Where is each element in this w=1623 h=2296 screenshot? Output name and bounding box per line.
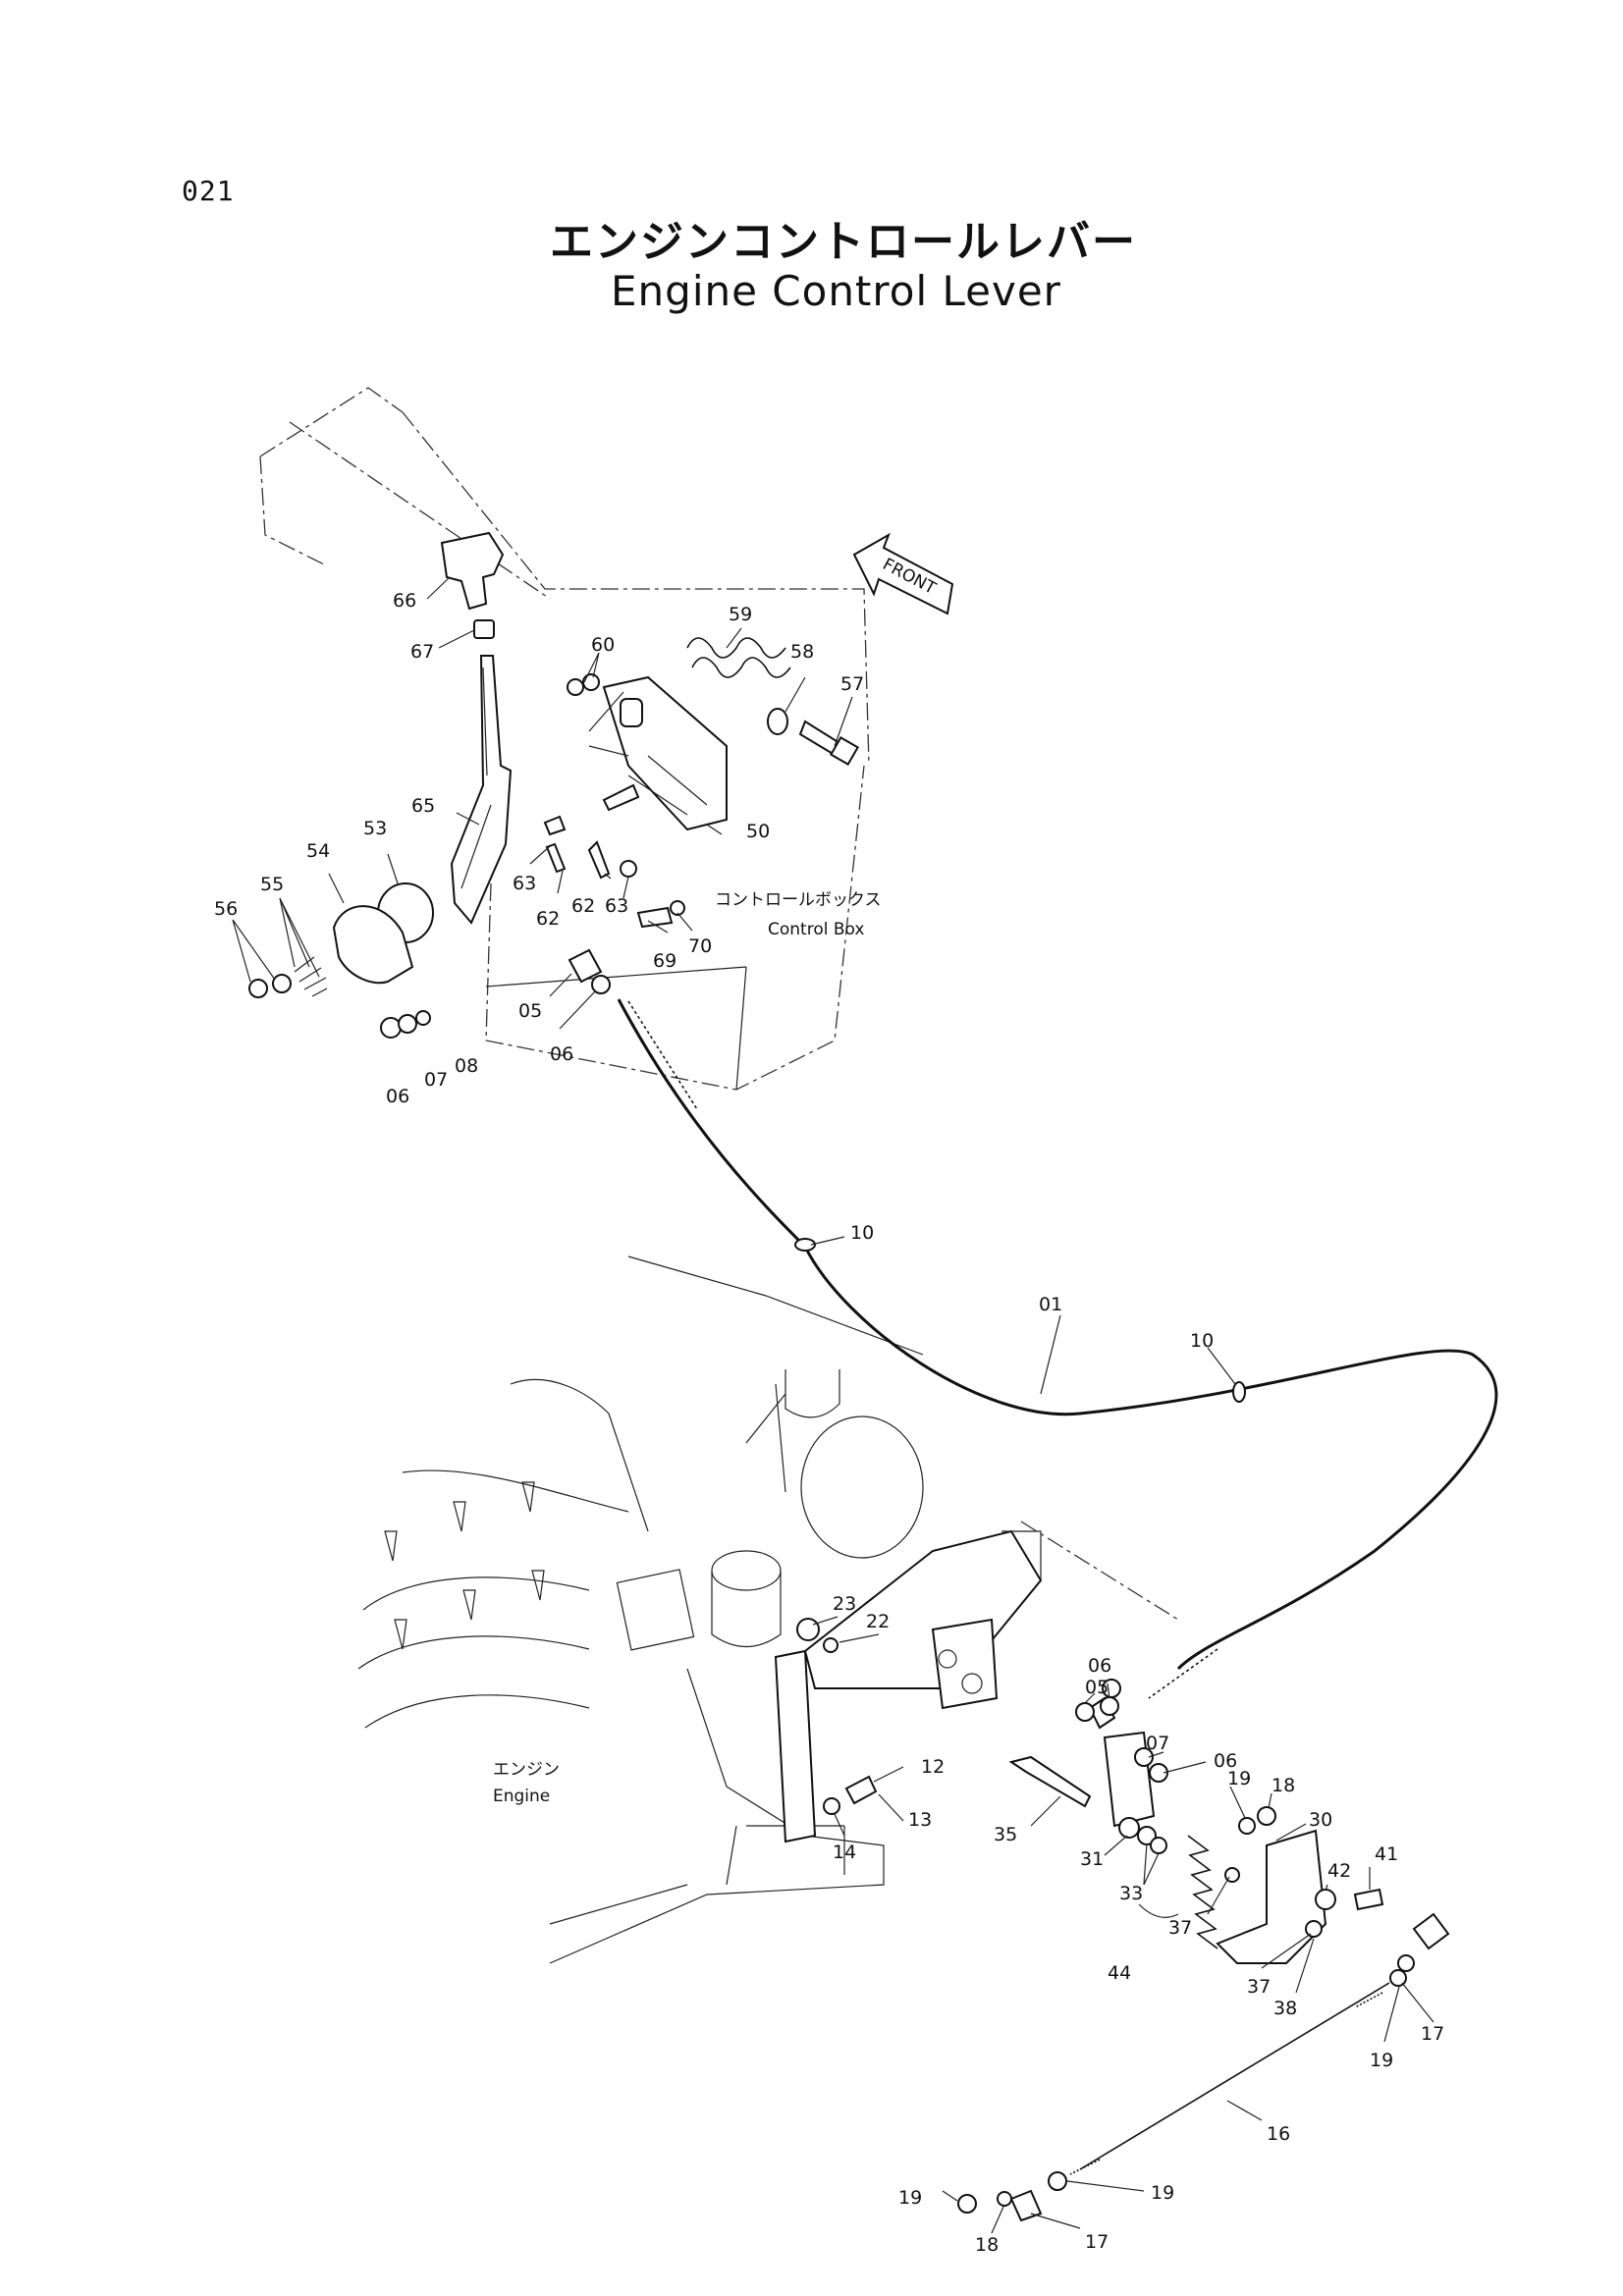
- part-label: 55: [260, 874, 284, 895]
- part-label: 14: [833, 1842, 856, 1863]
- part-label: 62: [571, 895, 595, 917]
- part-label: 65: [411, 795, 435, 817]
- control-box-parts: [543, 637, 860, 929]
- part-label: 59: [729, 604, 752, 625]
- lower-bracket: [774, 1521, 1179, 1843]
- part-label: 69: [653, 950, 676, 972]
- part-label: 42: [1327, 1860, 1351, 1882]
- part-label: 44: [1108, 1962, 1131, 1984]
- part-label: 53: [363, 818, 387, 839]
- part-label: 06: [550, 1043, 573, 1065]
- part-label: 06: [1088, 1655, 1111, 1677]
- part-label: 38: [1273, 1998, 1297, 2019]
- control-box-jp-label: コントロールボックス: [715, 890, 882, 910]
- callouts: コントロールボックス Control Box エンジン Engine 66 67…: [214, 590, 1444, 2256]
- engine-outline: [357, 1255, 924, 1964]
- part-label: 57: [840, 673, 864, 695]
- engine-jp-label: エンジン: [493, 1760, 560, 1780]
- part-label: 18: [1271, 1775, 1295, 1796]
- engine-en-label: Engine: [493, 1787, 550, 1806]
- part-label: 31: [1080, 1848, 1104, 1870]
- part-label: 05: [1085, 1677, 1109, 1698]
- part-label: 70: [688, 935, 712, 957]
- part-label: 58: [790, 641, 814, 663]
- control-cable: [568, 948, 1498, 1730]
- page-number: 021: [182, 175, 235, 207]
- part-label: 18: [975, 2234, 999, 2256]
- part-label: 35: [994, 1824, 1017, 1845]
- part-label: 01: [1039, 1294, 1062, 1315]
- part-label: 22: [866, 1611, 890, 1632]
- part-label: 12: [921, 1756, 945, 1778]
- part-label: 10: [850, 1222, 874, 1244]
- part-label: 33: [1119, 1883, 1143, 1904]
- part-label: 10: [1190, 1330, 1214, 1352]
- part-label: 56: [214, 898, 238, 920]
- leader-lines: [232, 576, 1434, 2234]
- part-label: 19: [1370, 2050, 1393, 2071]
- part-label: 63: [513, 873, 536, 894]
- control-lever-assembly: [248, 531, 513, 1039]
- part-label: 37: [1247, 1976, 1271, 1998]
- part-label: 62: [536, 908, 560, 930]
- part-label: 60: [591, 634, 615, 656]
- part-label: 30: [1309, 1809, 1332, 1831]
- part-label: 67: [410, 641, 434, 663]
- governor-linkage: [957, 1696, 1450, 2222]
- part-label: 66: [393, 590, 416, 612]
- cab-outline: [259, 387, 870, 1091]
- part-label: 07: [424, 1069, 448, 1091]
- part-label: 05: [518, 1000, 542, 1022]
- part-label: 19: [1151, 2182, 1174, 2204]
- part-label: 06: [1214, 1750, 1237, 1772]
- part-label: 54: [306, 840, 330, 862]
- part-label: 23: [833, 1593, 856, 1615]
- part-label: 41: [1375, 1843, 1398, 1865]
- page-title-en: Engine Control Lever: [611, 267, 1061, 315]
- part-label: 08: [455, 1055, 478, 1077]
- part-label: 17: [1421, 2023, 1444, 2045]
- part-label: 16: [1267, 2123, 1290, 2145]
- part-label: 37: [1168, 1917, 1192, 1939]
- part-label: 19: [1227, 1768, 1251, 1789]
- page-title-jp: エンジンコントロールレバー: [550, 217, 1137, 267]
- part-label: 07: [1146, 1733, 1169, 1754]
- control-box-en-label: Control Box: [768, 920, 864, 939]
- front-arrow: FRONT: [852, 532, 954, 615]
- part-label: 63: [605, 895, 628, 917]
- part-label: 50: [746, 821, 770, 842]
- part-label: 06: [386, 1086, 409, 1107]
- part-label: 19: [898, 2187, 922, 2209]
- part-label: 13: [908, 1809, 932, 1831]
- part-label: 17: [1085, 2231, 1109, 2253]
